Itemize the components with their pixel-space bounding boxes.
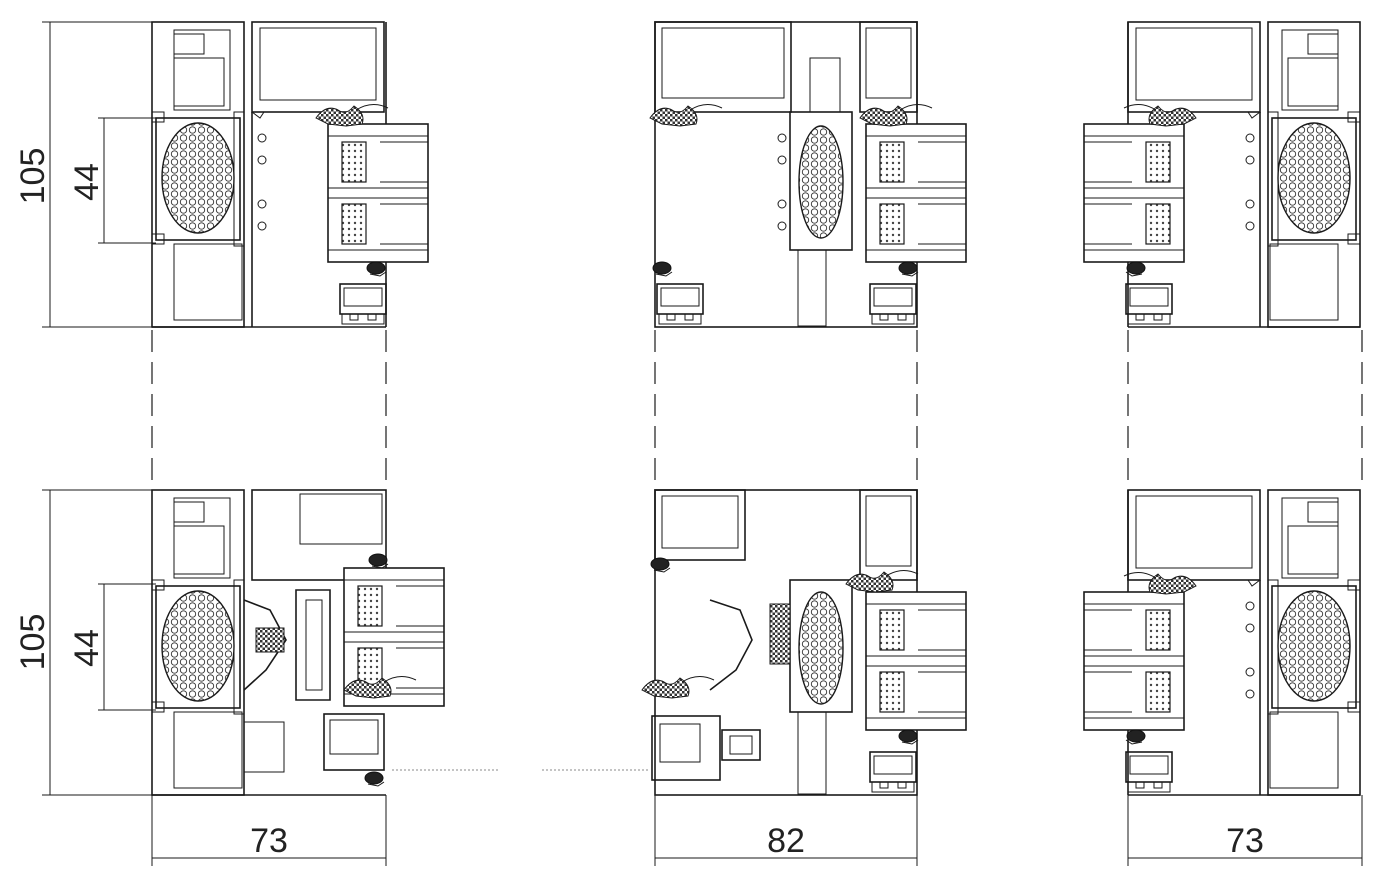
top-right-section xyxy=(1083,21,1361,328)
dimension-lines xyxy=(42,21,1363,866)
dim-label-bottom-left-inner: 44 xyxy=(68,629,106,667)
dim-label-bottom-left-height: 105 xyxy=(14,614,52,671)
dim-label-top-left-height: 105 xyxy=(14,148,52,205)
top-middle-section xyxy=(649,21,967,328)
top-left-section xyxy=(151,21,429,328)
bottom-right-section xyxy=(1083,489,1361,796)
dim-label-bottom-width-right: 73 xyxy=(1226,822,1264,860)
dim-label-bottom-width-left: 73 xyxy=(250,822,288,860)
bottom-middle-section xyxy=(542,489,967,796)
dim-label-bottom-width-middle: 82 xyxy=(767,822,805,860)
dim-label-top-left-inner: 44 xyxy=(68,163,106,201)
continuation-lines xyxy=(151,330,1363,488)
bottom-left-section xyxy=(151,489,500,796)
